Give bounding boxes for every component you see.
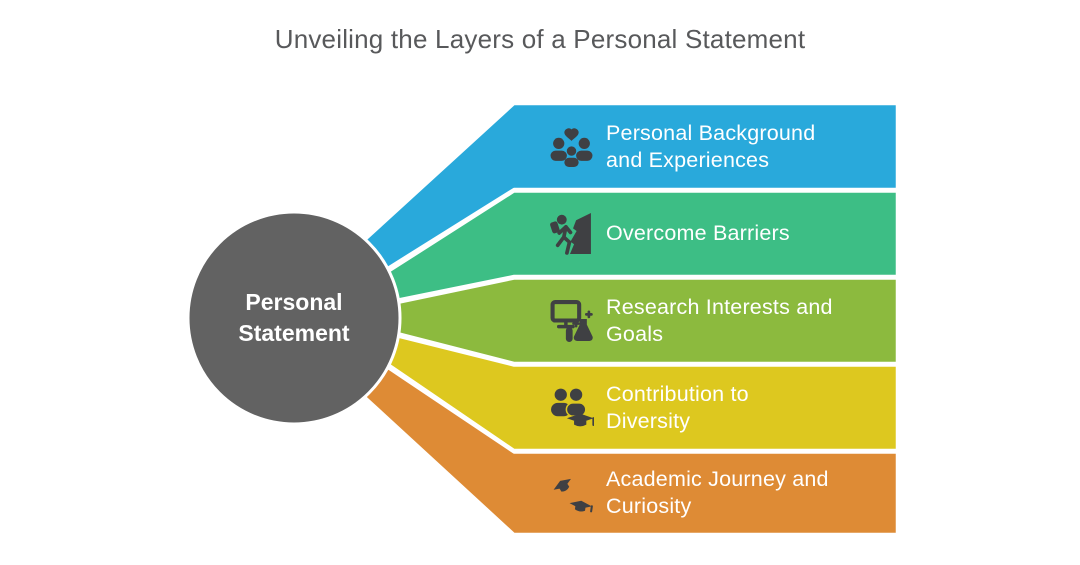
banner-label: Overcome Barriers — [606, 221, 790, 246]
banner-label: Contribution to Diversity — [606, 381, 749, 433]
climber-icon — [548, 191, 594, 276]
banner-label: Academic Journey and Curiosity — [606, 467, 829, 518]
people-graduation-icon — [548, 365, 594, 450]
banner-label: Personal Background and Experiences — [606, 120, 816, 172]
center-circle-label: Personal Statement — [238, 288, 350, 346]
banner-label: Research Interests and Goals — [606, 294, 833, 346]
center-circle — [186, 210, 402, 426]
diagram-title: Unveiling the Layers of a Personal State… — [274, 24, 806, 54]
graduation-caps-icon — [548, 452, 594, 534]
family-heart-icon — [548, 104, 594, 189]
research-lab-icon — [548, 278, 594, 363]
